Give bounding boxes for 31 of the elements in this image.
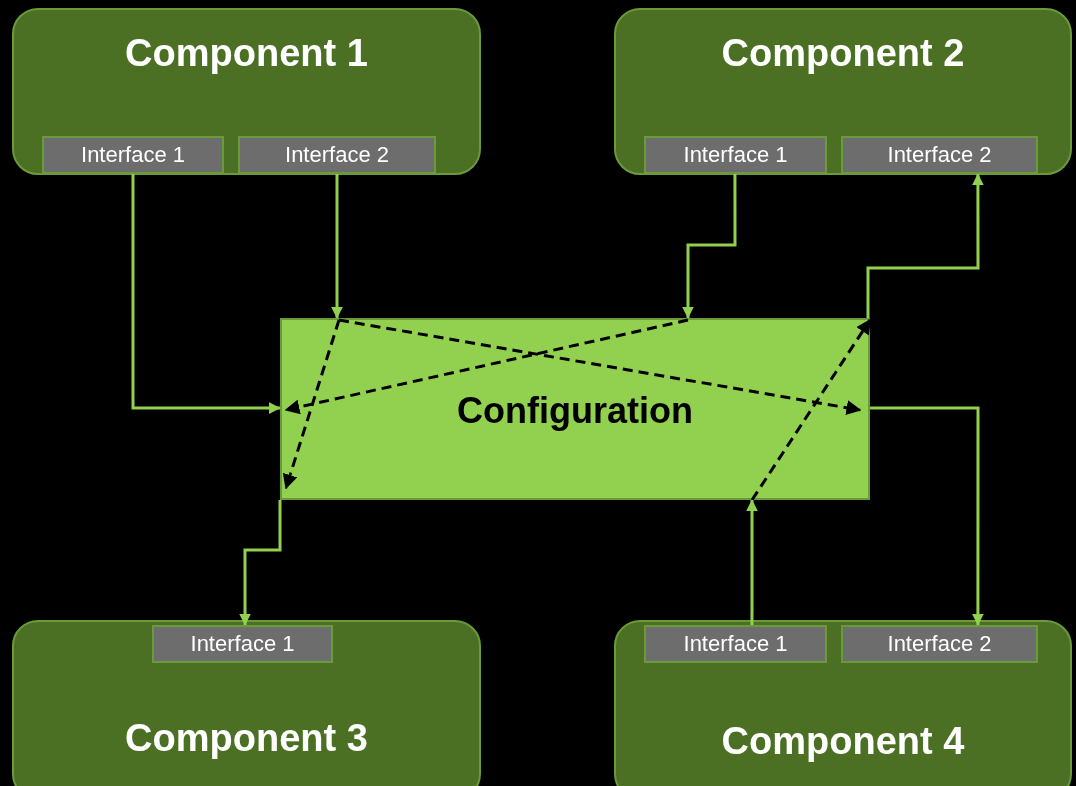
connector-arrow <box>131 174 281 415</box>
component-title: Component 3 <box>124 717 369 760</box>
component-box <box>614 8 1072 175</box>
interface-box <box>841 136 1038 174</box>
component-title: Component 1 <box>124 32 369 75</box>
interface-box <box>644 625 827 663</box>
component-box <box>12 620 481 786</box>
interface-box <box>238 136 436 174</box>
connector-arrow <box>746 499 758 625</box>
configuration-label: Configuration <box>456 390 694 432</box>
configuration-box <box>280 318 870 500</box>
interface-box <box>42 136 224 174</box>
interface-label: Interface 2 <box>887 631 992 657</box>
interface-box <box>152 625 333 663</box>
component-box <box>12 8 481 175</box>
component-title: Component 2 <box>720 32 966 75</box>
interface-box <box>644 136 827 174</box>
connector-arrow <box>682 174 737 319</box>
connector-arrow <box>239 500 282 626</box>
interface-label: Interface 1 <box>190 631 295 657</box>
interface-label: Interface 1 <box>683 631 788 657</box>
connector-arrow <box>870 406 984 626</box>
interface-label: Interface 2 <box>285 142 389 168</box>
component-title: Component 4 <box>720 720 966 763</box>
interface-label: Interface 2 <box>887 142 992 168</box>
interface-label: Interface 1 <box>683 142 788 168</box>
connector-arrow <box>866 173 984 318</box>
connector-arrow <box>331 174 343 319</box>
interface-box <box>841 625 1038 663</box>
component-box <box>614 620 1072 786</box>
interface-label: Interface 1 <box>81 142 185 168</box>
